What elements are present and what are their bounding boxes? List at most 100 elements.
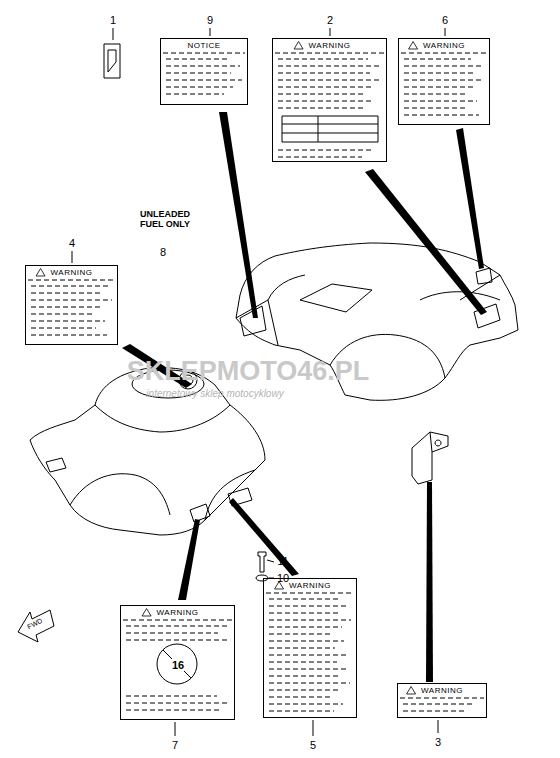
decal-text-line xyxy=(166,87,233,88)
warning-decal: NOTICE xyxy=(160,38,248,105)
decal-text-line xyxy=(31,321,105,322)
callout-number: 1 xyxy=(110,14,116,26)
decal-text-line xyxy=(404,101,477,102)
decal-heading: WARNING xyxy=(121,606,234,618)
decal-text-line xyxy=(269,641,344,642)
decal-heading: WARNING xyxy=(273,39,386,51)
decal-rule xyxy=(123,620,232,621)
decal-text-line xyxy=(31,286,110,287)
warning-triangle xyxy=(142,609,151,617)
decal-text-line xyxy=(269,606,349,607)
decal-text-line xyxy=(269,669,348,670)
warning-triangle xyxy=(407,687,416,695)
age-symbol-slash xyxy=(163,650,191,678)
decal-text-line xyxy=(278,150,371,151)
leader-wedge xyxy=(229,498,299,576)
decal-text-line xyxy=(269,683,350,684)
decal-text-line xyxy=(403,704,473,705)
warning-decal: WARNING xyxy=(272,38,387,162)
decal-text-line xyxy=(269,662,337,663)
leader-line xyxy=(72,28,445,736)
warning-triangle xyxy=(36,269,45,277)
callout-number: 6 xyxy=(442,14,448,26)
decal-text-line xyxy=(166,59,229,60)
decal-text-line xyxy=(126,703,228,704)
decal-heading: WARNING xyxy=(398,684,486,696)
decal-text-line xyxy=(269,648,335,649)
decal-text-line xyxy=(403,711,464,712)
callout-number: 8 xyxy=(160,246,166,258)
decal-rule xyxy=(266,593,354,594)
decal-text-line xyxy=(269,711,334,712)
leader-wedge xyxy=(219,112,258,318)
callout-number: 7 xyxy=(172,739,178,751)
callout-number: 2 xyxy=(327,14,333,26)
decal-text-line xyxy=(278,80,381,81)
decal-text-line xyxy=(278,59,368,60)
warning-decal: WARNING xyxy=(397,683,487,718)
decal-text-line xyxy=(404,59,471,60)
decal-rule xyxy=(28,280,115,281)
callout-number: 10 xyxy=(277,572,289,584)
decal-text-line xyxy=(269,634,333,635)
leader-wedge xyxy=(426,482,433,682)
decal-text-line xyxy=(126,633,218,634)
leader-wedge xyxy=(178,519,200,600)
decal-text-line xyxy=(31,314,94,315)
decal-text-line xyxy=(404,80,484,81)
decal-text-line xyxy=(404,73,473,74)
decal-text-line xyxy=(166,80,242,81)
decal-text-line xyxy=(269,599,338,600)
decal-text-line xyxy=(269,697,332,698)
decal-text-line xyxy=(278,94,363,95)
decal-text-line xyxy=(269,676,339,677)
decal-text-line xyxy=(31,335,107,336)
rear-fender-decal-spot xyxy=(240,268,500,336)
decal-table xyxy=(282,116,378,142)
age-number: 16 xyxy=(171,659,185,671)
decal-text-line xyxy=(126,640,229,641)
decal-text-line xyxy=(269,613,340,614)
warning-decal: WARNING 16 xyxy=(120,605,235,720)
decal-text-line xyxy=(278,66,379,67)
decal-rule xyxy=(401,53,487,54)
decal-text-line xyxy=(31,300,112,301)
front-fender-detail xyxy=(46,405,255,522)
age-symbol xyxy=(157,644,197,684)
warning-decal: WARNING xyxy=(263,578,357,718)
callout-number: 4 xyxy=(69,237,75,249)
decal-heading: NOTICE xyxy=(161,39,247,51)
decal-text-line xyxy=(31,307,103,308)
warning-triangle xyxy=(294,42,303,50)
decal-heading: WARNING xyxy=(26,266,117,278)
fwd-arrow xyxy=(18,610,54,642)
leader-wedge xyxy=(456,128,484,269)
warning-decal: WARNING xyxy=(398,38,490,125)
warning-decal: WARNING xyxy=(25,265,118,345)
decal-text-line xyxy=(269,704,343,705)
decal-heading: WARNING xyxy=(399,39,489,51)
watermark-tagline: internetowy sklep motocyklowy xyxy=(146,388,283,399)
callout-number: 9 xyxy=(207,14,213,26)
decal-rule xyxy=(275,53,384,54)
fuel-decal: UNLEADED FUEL ONLY xyxy=(133,210,197,230)
decal-text-line xyxy=(126,696,217,697)
decal-text-line xyxy=(278,101,374,102)
decal-text-line xyxy=(404,108,468,109)
callout-number: 11 xyxy=(277,555,288,567)
decal-text-line xyxy=(166,66,240,67)
decal-text-line xyxy=(166,94,224,95)
decal-text-line xyxy=(278,73,370,74)
decal-text-line xyxy=(269,655,346,656)
decal-text-line xyxy=(126,626,227,627)
decal-text-line xyxy=(31,293,101,294)
callout-number: 3 xyxy=(435,736,441,748)
decal-rule xyxy=(400,698,484,699)
decal-text-line xyxy=(278,108,365,109)
decal-text-line xyxy=(404,115,479,116)
decal-text-line xyxy=(404,66,482,67)
decal-rule xyxy=(163,53,245,54)
warning-triangle xyxy=(409,42,418,50)
bolt-11 xyxy=(258,552,266,572)
direction-label: FWD xyxy=(26,617,44,631)
